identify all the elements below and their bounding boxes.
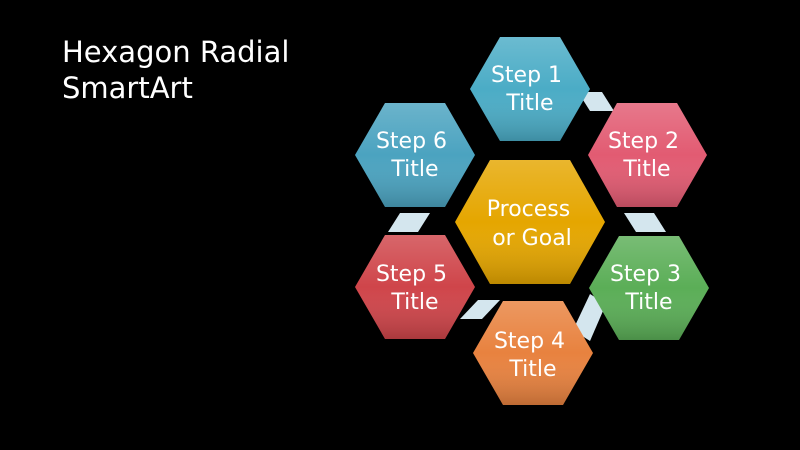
step-hex-3-shading xyxy=(589,236,709,340)
center-hex-line-1: Process xyxy=(487,197,570,222)
step-hex-3-label: Step 3 Title xyxy=(610,262,688,315)
step-hex-3-line-1: Step 3 xyxy=(610,262,681,287)
step-hex-2-shading xyxy=(588,103,707,207)
step-hex-3-line-2: Title xyxy=(624,290,672,315)
step-hex-2-line-1: Step 2 xyxy=(608,129,679,154)
step-hex-1-shading xyxy=(470,37,590,141)
step-hex-1-line-1: Step 1 xyxy=(491,63,562,88)
step-hex-6-shading xyxy=(355,103,475,207)
slide-title-line-2: SmartArt xyxy=(62,71,193,105)
step-hex-2[interactable]: Step 2 Title xyxy=(588,103,707,207)
step-hex-5[interactable]: Step 5 Title xyxy=(355,235,475,339)
center-hex-label: Process or Goal xyxy=(487,197,577,251)
slide-title-line-1: Hexagon Radial xyxy=(62,35,290,69)
connectors xyxy=(388,92,666,341)
center-hex-line-2: or Goal xyxy=(492,226,572,251)
step-hex-4-label: Step 4 Title xyxy=(494,329,572,382)
step-hex-5-line-2: Title xyxy=(390,290,438,315)
step-hex-6-label: Step 6 Title xyxy=(376,129,454,182)
step-hex-6-line-2: Title xyxy=(390,157,438,182)
step-hex-4-line-1: Step 4 xyxy=(494,329,565,354)
connector-3-4 xyxy=(573,294,606,341)
step-hex-5-shading xyxy=(355,235,475,339)
center-hex-shading xyxy=(455,160,605,284)
connector-1-2 xyxy=(578,92,614,111)
step-hex-3[interactable]: Step 3 Title xyxy=(589,236,709,340)
step-hex-4[interactable]: Step 4 Title xyxy=(473,301,593,405)
step-hex-1-label: Step 1 Title xyxy=(491,63,569,116)
step-hex-6[interactable]: Step 6 Title xyxy=(355,103,475,207)
step-hex-1-line-2: Title xyxy=(505,91,553,116)
step-hex-4-line-2: Title xyxy=(508,357,556,382)
step-hex-2-label: Step 2 Title xyxy=(608,129,686,182)
connector-5-6 xyxy=(388,213,430,232)
step-hex-5-line-1: Step 5 xyxy=(376,262,447,287)
step-hex-6-line-1: Step 6 xyxy=(376,129,447,154)
connector-2-3 xyxy=(624,213,666,232)
slide-title: Hexagon Radial SmartArt xyxy=(62,34,362,106)
step-hex-1[interactable]: Step 1 Title xyxy=(470,37,590,141)
center-hex[interactable]: Process or Goal xyxy=(455,160,605,284)
connector-4-5 xyxy=(460,300,500,319)
step-hex-2-line-2: Title xyxy=(622,157,670,182)
step-hex-4-shading xyxy=(473,301,593,405)
step-hex-5-label: Step 5 Title xyxy=(376,262,454,315)
